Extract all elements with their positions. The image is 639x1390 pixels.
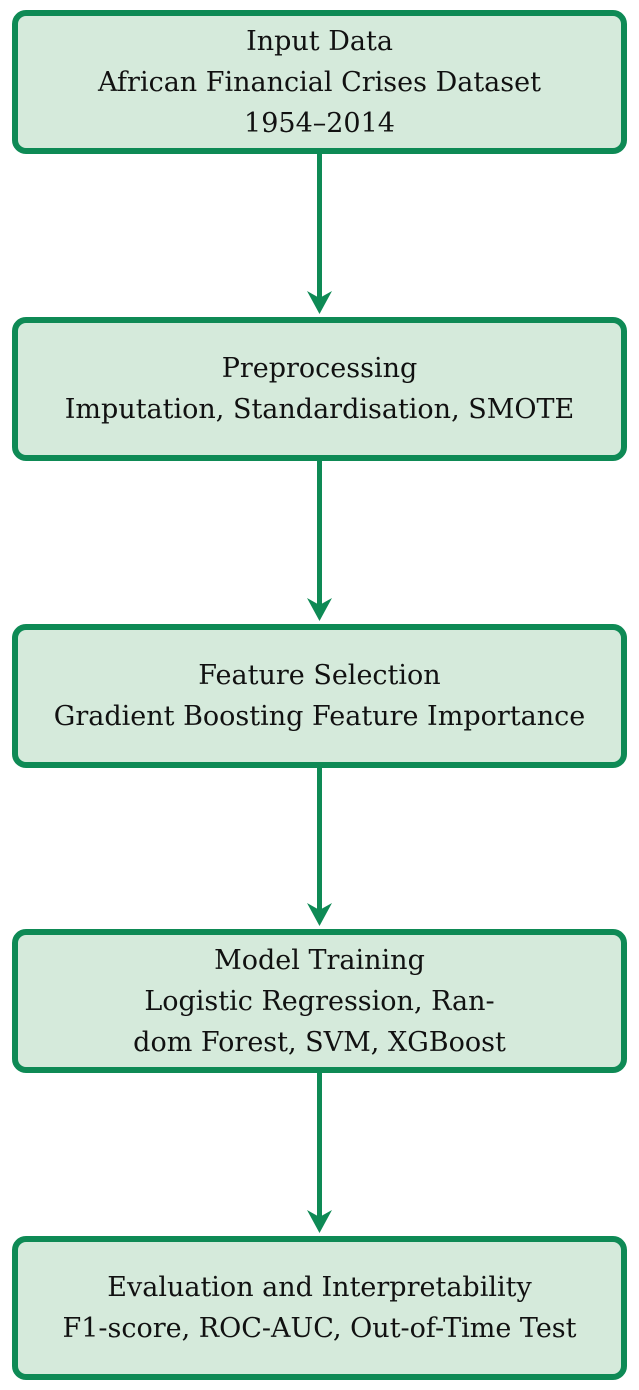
step-title: Evaluation and Interpretability (107, 1272, 532, 1303)
step-detail: 1954–2014 (244, 107, 395, 139)
evaluation-box: Evaluation and Interpretability F1-score… (12, 1236, 627, 1380)
step-detail: dom Forest, SVM, XGBoost (133, 1026, 506, 1058)
step-detail: Imputation, Standardisation, SMOTE (64, 394, 575, 425)
feature-selection-box: Feature Selection Gradient Boosting Feat… (12, 624, 627, 768)
step-detail: F1-score, ROC-AUC, Out-of-Time Test (62, 1313, 577, 1344)
step-detail: Logistic Regression, Ran- (144, 985, 495, 1017)
step-title: Feature Selection (198, 660, 441, 691)
input-data-box: Input Data African Financial Crises Data… (12, 10, 627, 154)
arrow-feature-selection-to-model-training (307, 768, 332, 926)
arrow-input-to-preprocessing (307, 154, 332, 314)
model-training-box: Model Training Logistic Regression, Ran-… (12, 929, 627, 1073)
step-title: Preprocessing (221, 353, 418, 384)
preprocessing-box: Preprocessing Imputation, Standardisatio… (12, 317, 627, 461)
step-detail: African Financial Crises Dataset (98, 66, 541, 98)
step-title: Model Training (214, 944, 425, 976)
step-title: Input Data (246, 25, 393, 57)
arrow-model-training-to-evaluation (307, 1073, 332, 1233)
arrow-preprocessing-to-feature-selection (307, 461, 332, 621)
step-detail: Gradient Boosting Feature Importance (53, 701, 586, 732)
